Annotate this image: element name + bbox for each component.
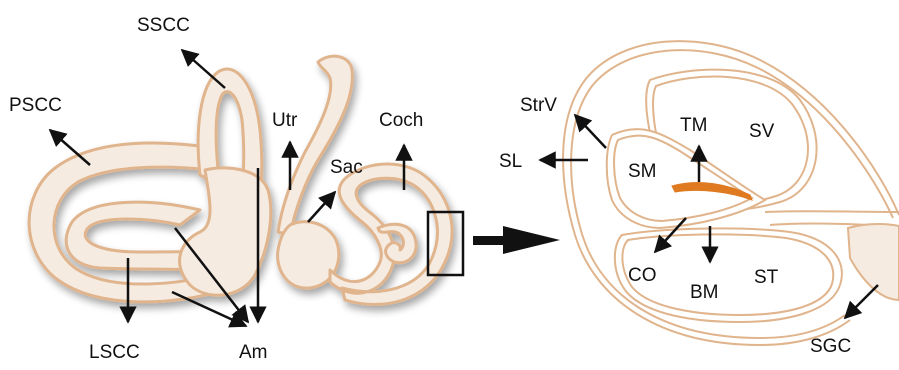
transition-arrow (473, 226, 560, 254)
label-sac: Sac (330, 158, 363, 177)
label-sgc: SGC (810, 337, 851, 356)
label-bm: BM (690, 283, 719, 302)
arrow-strv (575, 115, 606, 148)
arrow-sac (308, 192, 335, 222)
label-sscc: SSCC (137, 16, 190, 35)
spiral-lamina (765, 211, 899, 212)
label-st: ST (754, 268, 778, 287)
label-strv: StrV (520, 96, 557, 115)
arrow-am-2 (172, 292, 246, 326)
label-pscc: PSCC (9, 96, 62, 115)
label-lscc: LSCC (89, 343, 140, 362)
label-utr: Utr (272, 111, 297, 130)
label-sl: SL (499, 152, 522, 171)
label-coch: Coch (379, 111, 423, 130)
arrow-sgc (845, 285, 878, 318)
cochlea-section (563, 41, 899, 345)
labyrinth (29, 56, 452, 304)
label-am: Am (239, 343, 268, 362)
label-tm: TM (680, 116, 707, 135)
label-co: CO (628, 266, 657, 285)
cochlear-duct (330, 164, 452, 304)
label-sm: SM (628, 162, 657, 181)
label-sv: SV (749, 122, 774, 141)
arrow-sscc (182, 50, 225, 88)
